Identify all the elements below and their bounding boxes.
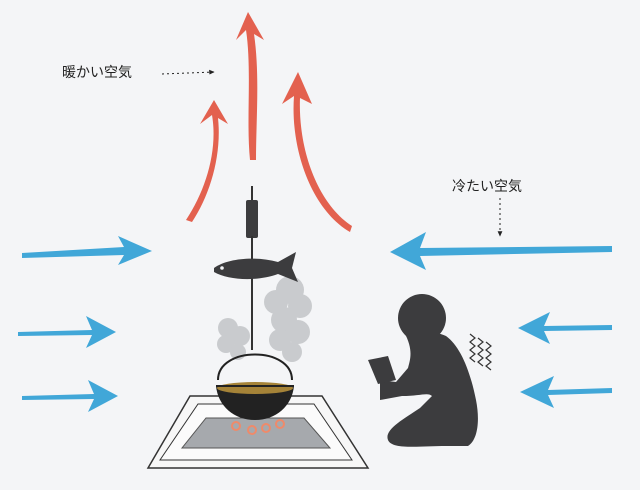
warm-air-label: 暖かい空気 [62,65,132,81]
cold-air-arrow-left-2 [18,316,116,348]
cold-air-arrow-right-3 [520,376,612,408]
cold-air-label: 冷たい空気 [452,179,522,195]
pot-icon [216,353,294,420]
cold-air-arrow-right-2 [518,312,612,344]
warm-air-arrow-right [282,72,352,232]
hanger-hook [246,200,258,238]
person-reading-icon [368,294,478,447]
embers [231,419,285,435]
warm-air-arrow-center [236,12,264,160]
cold-air-arrow-left-1 [22,236,152,265]
warm-air-arrows [186,12,352,232]
warm-air-arrow-left [186,100,228,222]
fish-icon [214,252,298,282]
cold-air-arrow-right-1 [390,232,612,270]
steam [217,276,312,362]
cold-air-arrow-left-3 [22,380,118,412]
shiver-marks [469,333,492,371]
warm-air-pointer [161,69,215,75]
cold-air-arrows [18,232,612,412]
